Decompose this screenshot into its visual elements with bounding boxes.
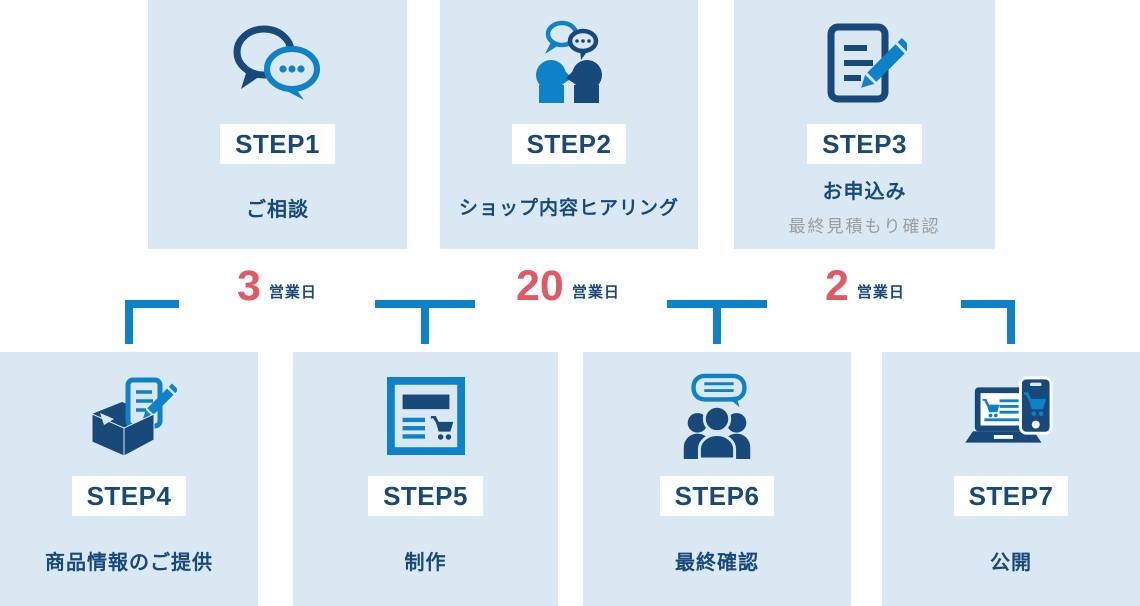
application-form-pencil-icon bbox=[823, 20, 907, 106]
step1-badge: STEP1 bbox=[220, 124, 335, 164]
step7-title: 公開 bbox=[990, 552, 1032, 574]
step3-title: お申込み bbox=[822, 181, 907, 203]
step3-card: STEP3 お申込み 最終見積もり確認 bbox=[734, 0, 995, 249]
step7-badge: STEP7 bbox=[953, 476, 1069, 516]
step2-card: STEP2 ショップ内容ヒアリング bbox=[440, 0, 698, 249]
product-box-document-icon bbox=[82, 377, 177, 456]
step6-card: STEP6 最終確認 bbox=[583, 352, 851, 606]
step4-badge: STEP4 bbox=[71, 476, 187, 516]
connector-drop bbox=[421, 300, 429, 344]
duration-unit: 営業日 bbox=[268, 284, 317, 301]
step7-card: STEP7 公開 bbox=[882, 352, 1140, 606]
duration-unit: 営業日 bbox=[856, 284, 905, 301]
duration-label-3: 2 営業日 bbox=[825, 262, 905, 310]
duration-value: 2 bbox=[825, 262, 849, 310]
duration-label-1: 3 営業日 bbox=[237, 262, 317, 310]
step1-card: STEP1 ご相談 bbox=[148, 0, 407, 249]
step4-card: STEP4 商品情報のご提供 bbox=[0, 352, 258, 606]
step3-subtitle: 最終見積もり確認 bbox=[788, 217, 941, 236]
connector-drop bbox=[1007, 300, 1015, 344]
chat-bubbles-icon bbox=[230, 20, 325, 106]
step4-title: 商品情報のご提供 bbox=[45, 552, 213, 574]
connector-line bbox=[125, 300, 179, 308]
step5-title: 制作 bbox=[404, 552, 447, 574]
duration-value: 20 bbox=[516, 262, 564, 310]
step6-badge: STEP6 bbox=[659, 476, 775, 516]
duration-label-2: 20 営業日 bbox=[516, 262, 620, 310]
shop-site-build-icon bbox=[386, 376, 466, 456]
step6-title: 最終確認 bbox=[675, 552, 759, 574]
step3-badge: STEP3 bbox=[807, 124, 922, 164]
step2-badge: STEP2 bbox=[511, 124, 627, 164]
launch-devices-icon bbox=[961, 376, 1061, 454]
group-review-icon bbox=[670, 373, 765, 459]
step2-title: ショップ内容ヒアリング bbox=[458, 198, 679, 219]
duration-value: 3 bbox=[237, 262, 261, 310]
connector-drop bbox=[125, 300, 133, 344]
connector-drop bbox=[713, 300, 721, 344]
connector-line bbox=[961, 300, 1015, 308]
step1-title: ご相談 bbox=[246, 199, 309, 221]
hearing-heads-icon bbox=[525, 20, 613, 106]
step5-badge: STEP5 bbox=[368, 476, 483, 516]
duration-unit: 営業日 bbox=[571, 284, 620, 301]
step5-card: STEP5 制作 bbox=[293, 352, 558, 606]
